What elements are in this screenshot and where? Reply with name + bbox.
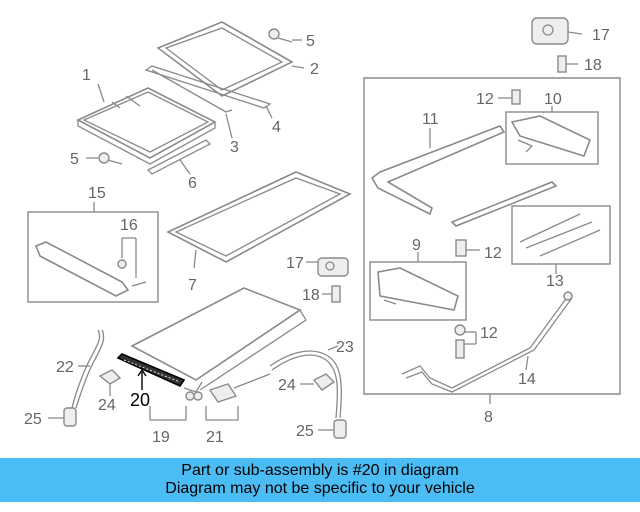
part-25-grommet-left <box>48 407 77 427</box>
part-24-clip-right <box>300 373 336 391</box>
callout-1: 1 <box>82 67 91 84</box>
part-7-seal-frame <box>166 171 352 269</box>
part-info-banner: Part or sub-assembly is #20 in diagram D… <box>0 458 640 502</box>
callout-9: 9 <box>412 237 421 254</box>
callout-6: 6 <box>188 175 197 192</box>
part-8-rail-assembly <box>363 77 621 404</box>
banner-line-part-number: Part or sub-assembly is #20 in diagram <box>181 462 459 479</box>
part-18-screw-center <box>322 285 341 303</box>
part-1-glass-panel <box>76 83 217 165</box>
callout-16: 16 <box>120 217 138 234</box>
part-15-sunshade-assembly <box>27 202 159 303</box>
part-21-drive-cable <box>205 373 271 421</box>
banner-line-disclaimer: Diagram may not be specific to your vehi… <box>165 480 475 497</box>
callout-17-top: 17 <box>592 27 610 44</box>
part-20-front-strip <box>116 353 186 390</box>
callout-2: 2 <box>310 61 319 78</box>
callout-18-center: 18 <box>302 287 320 304</box>
callout-23: 23 <box>336 339 354 356</box>
part-5-screw-top <box>268 28 302 43</box>
part-23-drain-hose-right <box>269 345 342 419</box>
callout-7: 7 <box>188 277 197 294</box>
part-sunshade-panel <box>130 287 307 393</box>
callout-24-left: 24 <box>98 397 116 414</box>
part-19-bracket <box>149 391 203 421</box>
part-18-screw-top <box>557 55 578 73</box>
part-17-clip-top <box>531 17 583 45</box>
part-6-strip <box>146 139 212 175</box>
part-24-clip-left <box>98 369 122 396</box>
callout-3: 3 <box>230 139 239 156</box>
callout-5-left: 5 <box>70 151 79 168</box>
callout-12-bottom: 12 <box>480 325 498 342</box>
callout-8: 8 <box>484 409 493 426</box>
callout-11: 11 <box>422 111 439 128</box>
callout-4: 4 <box>272 119 281 136</box>
part-5-screw-left <box>86 152 123 165</box>
callout-19: 19 <box>152 429 170 446</box>
callout-17-center: 17 <box>286 255 304 272</box>
callout-10: 10 <box>544 91 562 108</box>
part-25-grommet-right <box>318 419 347 439</box>
callout-22: 22 <box>56 359 74 376</box>
callout-14: 14 <box>518 371 536 388</box>
callout-5-top: 5 <box>306 33 315 50</box>
part-2-frame <box>156 21 305 97</box>
callout-25-right: 25 <box>296 423 314 440</box>
sunroof-parts-diagram: 1 5 2 4 3 5 6 7 15 16 17 18 17 18 12 10 … <box>24 17 621 446</box>
callout-24-right: 24 <box>278 377 296 394</box>
part-17-clip-center <box>306 257 349 277</box>
callout-15: 15 <box>88 185 106 202</box>
callout-12-top: 12 <box>476 91 494 108</box>
part-4-seal <box>144 65 273 139</box>
part-22-drain-hose-left <box>71 329 105 409</box>
callout-12-middle: 12 <box>484 245 502 262</box>
callout-18-top: 18 <box>584 57 602 74</box>
callout-20-highlighted: 20 <box>130 390 150 410</box>
callout-21: 21 <box>206 429 224 446</box>
callout-13: 13 <box>546 273 564 290</box>
callout-25-left: 25 <box>24 411 42 428</box>
